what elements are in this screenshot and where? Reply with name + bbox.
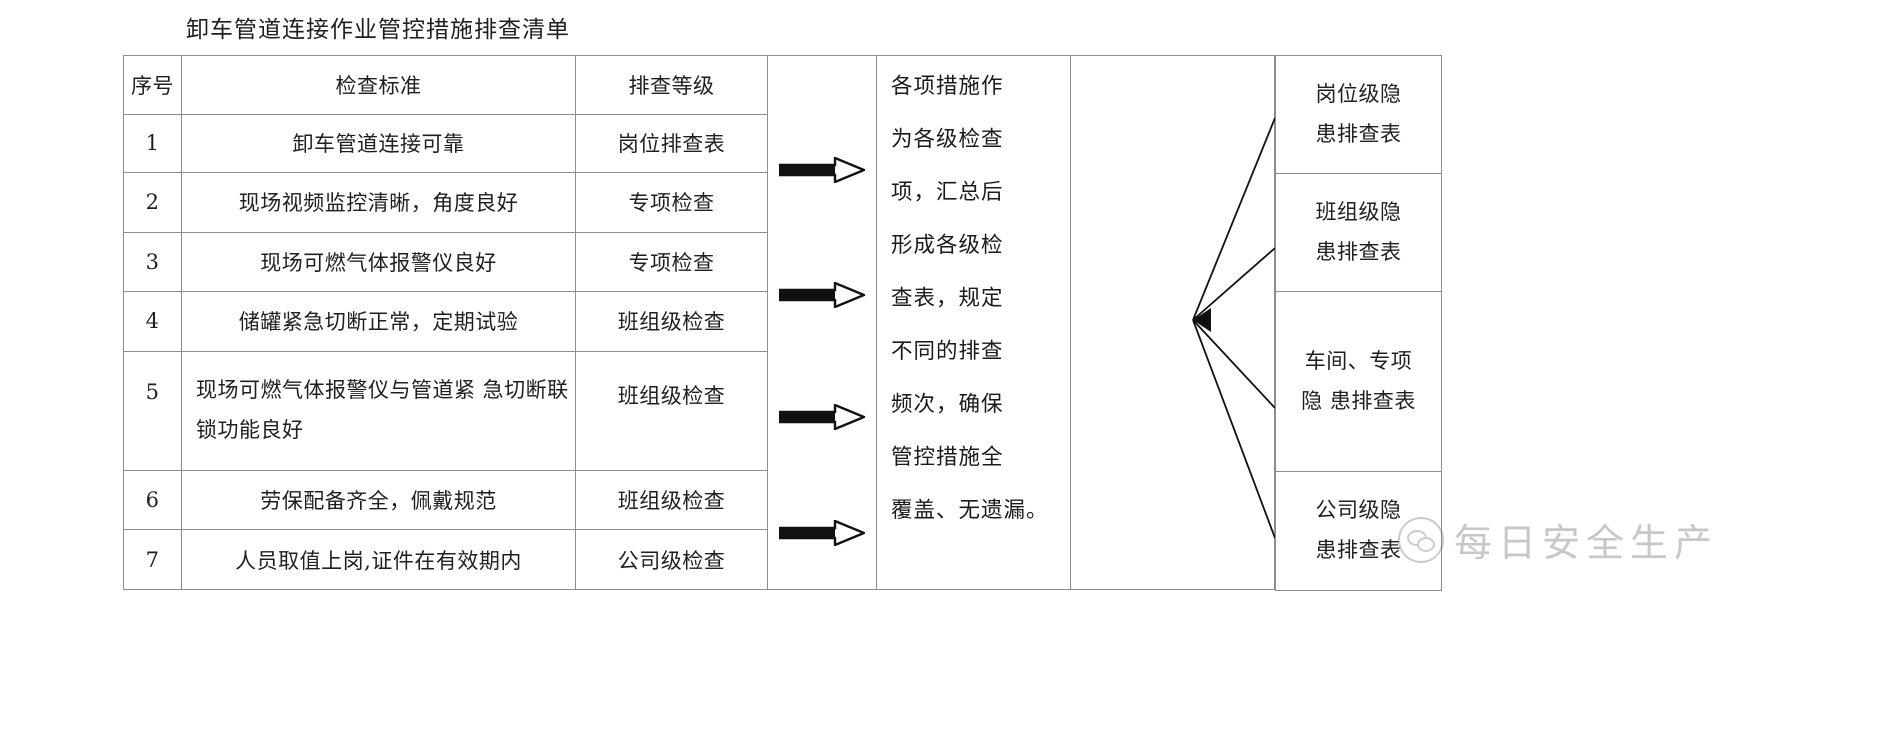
table-row: 3 现场可燃气体报警仪良好 专项检查 <box>123 231 768 293</box>
row-level: 公司级检查 <box>575 529 768 590</box>
arrow-right-icon <box>779 282 865 308</box>
arrow-right-icon <box>779 157 865 183</box>
row-index: 6 <box>123 469 182 531</box>
checklist-diagram: 序号 检查标准 排查等级 1 卸车管道连接可靠 岗位排查表 2 现场视频监控清晰… <box>123 55 1442 591</box>
row-standard: 现场视频监控清晰，角度良好 <box>181 172 576 233</box>
row-level: 班组级检查 <box>575 350 768 471</box>
fan-connector-cell <box>1071 55 1275 590</box>
table-row: 7 人员取值上岗,证件在有效期内 公司级检查 <box>123 529 768 590</box>
table-row: 公司级隐 患排查表 <box>1275 471 1442 591</box>
table-row: 5 现场可燃气体报警仪与管道紧 急切断联锁功能良好 班组级检查 <box>123 350 768 471</box>
row-index: 5 <box>123 350 182 471</box>
column-header-standard: 检查标准 <box>181 55 576 115</box>
page-title: 卸车管道连接作业管控措施排查清单 <box>186 17 570 43</box>
column-header-index: 序号 <box>123 55 182 115</box>
row-level: 专项检查 <box>575 172 768 233</box>
table-header-row: 序号 检查标准 排查等级 <box>123 55 768 115</box>
row-index: 1 <box>123 113 182 174</box>
row-index: 3 <box>123 231 182 293</box>
output-form-label: 班组级隐 患排查表 <box>1275 173 1442 292</box>
column-header-level: 排查等级 <box>575 55 768 115</box>
table-row: 岗位级隐 患排查表 <box>1275 55 1442 174</box>
row-standard: 人员取值上岗,证件在有效期内 <box>181 529 576 590</box>
output-form-label: 岗位级隐 患排查表 <box>1275 55 1442 174</box>
output-form-label: 公司级隐 患排查表 <box>1275 471 1442 591</box>
row-level: 岗位排查表 <box>575 113 768 174</box>
watermark: 每日安全生产 <box>1398 512 1718 567</box>
table-row: 2 现场视频监控清晰，角度良好 专项检查 <box>123 172 768 233</box>
summary-note-cell: 各项措施作 为各级检查 项，汇总后 形成各级检 查表，规定 不同的排查 频次，确… <box>877 55 1071 590</box>
checklist-table: 序号 检查标准 排查等级 1 卸车管道连接可靠 岗位排查表 2 现场视频监控清晰… <box>123 55 768 590</box>
table-row: 1 卸车管道连接可靠 岗位排查表 <box>123 113 768 174</box>
row-index: 4 <box>123 291 182 352</box>
arrow-right-icon <box>779 520 865 546</box>
table-row: 车间、专项 隐 患排查表 <box>1275 291 1442 472</box>
output-form-label: 车间、专项 隐 患排查表 <box>1275 291 1442 472</box>
fan-connector-icon <box>1192 117 1275 539</box>
row-standard: 现场可燃气体报警仪与管道紧 急切断联锁功能良好 <box>181 350 576 471</box>
arrow-column <box>767 55 877 590</box>
row-index: 2 <box>123 172 182 233</box>
table-row: 4 储罐紧急切断正常，定期试验 班组级检查 <box>123 291 768 352</box>
row-level: 班组级检查 <box>575 469 768 531</box>
output-forms-table: 岗位级隐 患排查表 班组级隐 患排查表 车间、专项 隐 患排查表 公司级隐 患排… <box>1275 55 1442 591</box>
summary-note-text: 各项措施作 为各级检查 项，汇总后 形成各级检 查表，规定 不同的排查 频次，确… <box>891 74 1049 523</box>
arrow-right-icon <box>779 404 865 430</box>
table-row: 班组级隐 患排查表 <box>1275 173 1442 292</box>
row-standard: 卸车管道连接可靠 <box>181 113 576 174</box>
row-standard: 劳保配备齐全，佩戴规范 <box>181 469 576 531</box>
row-index: 7 <box>123 529 182 590</box>
table-row: 6 劳保配备齐全，佩戴规范 班组级检查 <box>123 469 768 531</box>
watermark-text: 每日安全生产 <box>1454 521 1719 565</box>
row-standard: 现场可燃气体报警仪良好 <box>181 231 576 293</box>
row-level: 班组级检查 <box>575 291 768 352</box>
row-standard: 储罐紧急切断正常，定期试验 <box>181 291 576 352</box>
row-level: 专项检查 <box>575 231 768 293</box>
